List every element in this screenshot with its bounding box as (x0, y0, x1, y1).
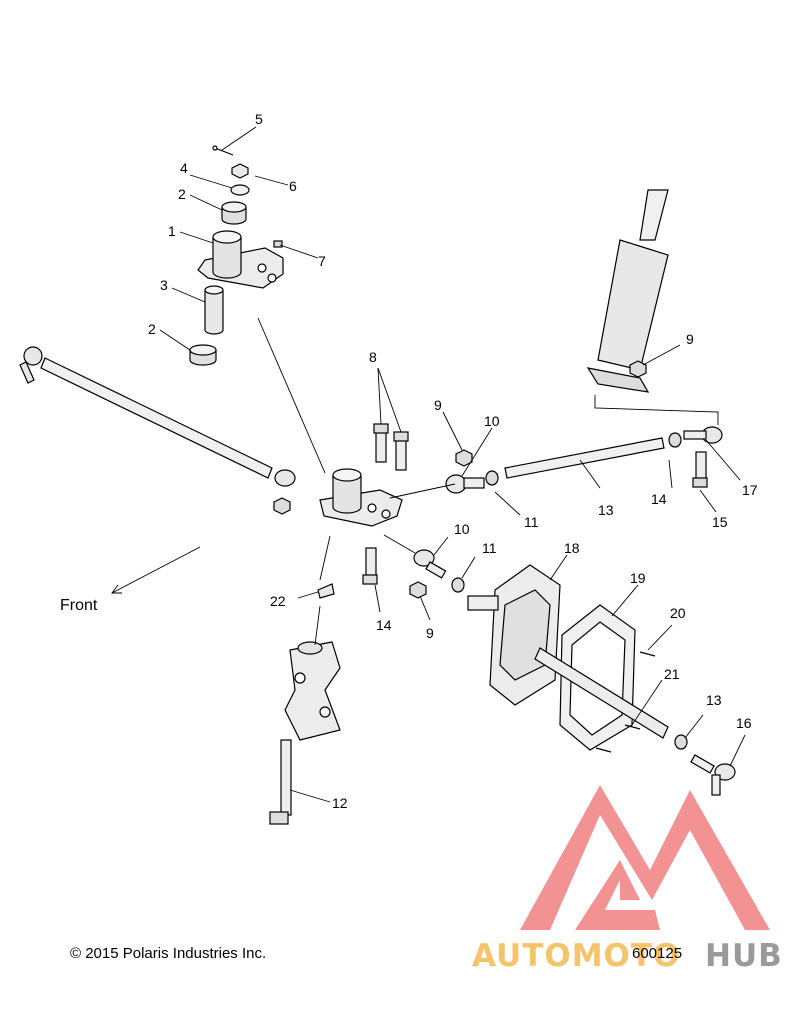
callout-7: 7 (318, 253, 326, 269)
pivot-bracket (284, 641, 341, 741)
bolt-right (692, 451, 708, 488)
callout-13-lower: 13 (706, 692, 722, 708)
callout-18: 20 (670, 605, 686, 621)
rod-end-upper (445, 474, 485, 494)
callout-12: 13 (598, 502, 614, 518)
long-bolt (269, 739, 292, 825)
rod-end-shaft (690, 754, 736, 796)
watermark-text-primary: AUTOMOTO (472, 938, 681, 974)
nut-column (629, 360, 647, 378)
grease-fitting (273, 240, 283, 248)
rod-end-lower (413, 549, 447, 579)
cotter-pin (212, 145, 234, 156)
watermark-text-secondary: HUB (705, 938, 783, 974)
callout-8: 8 (369, 349, 377, 365)
callout-14-right: 15 (712, 514, 728, 530)
leader-lines (111, 126, 746, 803)
callout-10-lower: 10 (454, 521, 470, 537)
steering-pivot-upper (197, 230, 284, 289)
jam-nut-right (668, 432, 682, 448)
front-direction-label: Front (60, 597, 98, 614)
callout-11-lower: 11 (482, 540, 497, 556)
part-number: 600125 (632, 945, 683, 962)
jam-nut-upper (485, 470, 499, 486)
steering-shaft (534, 647, 669, 739)
castle-nut (231, 163, 249, 179)
callout-1: 1 (168, 223, 176, 239)
callout-9-column: 9 (686, 331, 694, 347)
callout-13-upper: 14 (651, 491, 667, 507)
callout-15: 17 (742, 482, 758, 498)
callout-22: 22 (270, 593, 286, 609)
steering-boot (467, 564, 561, 706)
callout-14-center: 14 (376, 617, 392, 633)
steering-pivot-center (319, 468, 403, 527)
callout-9-upper: 9 (434, 397, 442, 413)
nut-rod-end (273, 497, 291, 515)
nut-upper (455, 449, 473, 467)
seal-plate (559, 604, 636, 751)
callout-17: 19 (630, 570, 646, 586)
callout-19: 21 (664, 666, 680, 682)
bolt-center (362, 547, 378, 585)
callout-9-lower: 9 (426, 625, 434, 641)
callout-3: 3 (160, 277, 168, 293)
retaining-clip (317, 583, 335, 599)
spacer-tube (204, 285, 224, 335)
short-tie-rod (504, 437, 665, 479)
callout-16: 18 (564, 540, 580, 556)
steering-column (586, 189, 669, 393)
callout-2-bottom: 2 (148, 321, 156, 337)
callout-21: 12 (332, 795, 348, 811)
copyright-notice: © 2015 Polaris Industries Inc. (70, 945, 267, 962)
callout-5: 5 (255, 111, 263, 127)
washer (230, 184, 250, 196)
screws (595, 651, 656, 753)
callout-11-upper: 11 (524, 514, 539, 530)
bolts-pair (373, 423, 409, 471)
callout-10-upper: 10 (484, 413, 500, 429)
nut-lower (409, 581, 427, 599)
jam-nut-shaft (674, 734, 688, 750)
long-tie-rod (19, 346, 296, 487)
callout-labels: 5 4 6 2 1 7 3 2 8 9 9 10 14 17 11 13 15 … (148, 111, 758, 811)
callout-4: 4 (180, 160, 188, 176)
jam-nut-lower (451, 577, 465, 593)
watermark-logo (520, 785, 770, 930)
rod-end-right (683, 426, 723, 444)
callout-6: 6 (289, 178, 297, 194)
callout-20: 16 (736, 715, 752, 731)
bushing-top (221, 201, 247, 225)
bushing-bottom (189, 344, 217, 366)
callout-2-top: 2 (178, 186, 186, 202)
